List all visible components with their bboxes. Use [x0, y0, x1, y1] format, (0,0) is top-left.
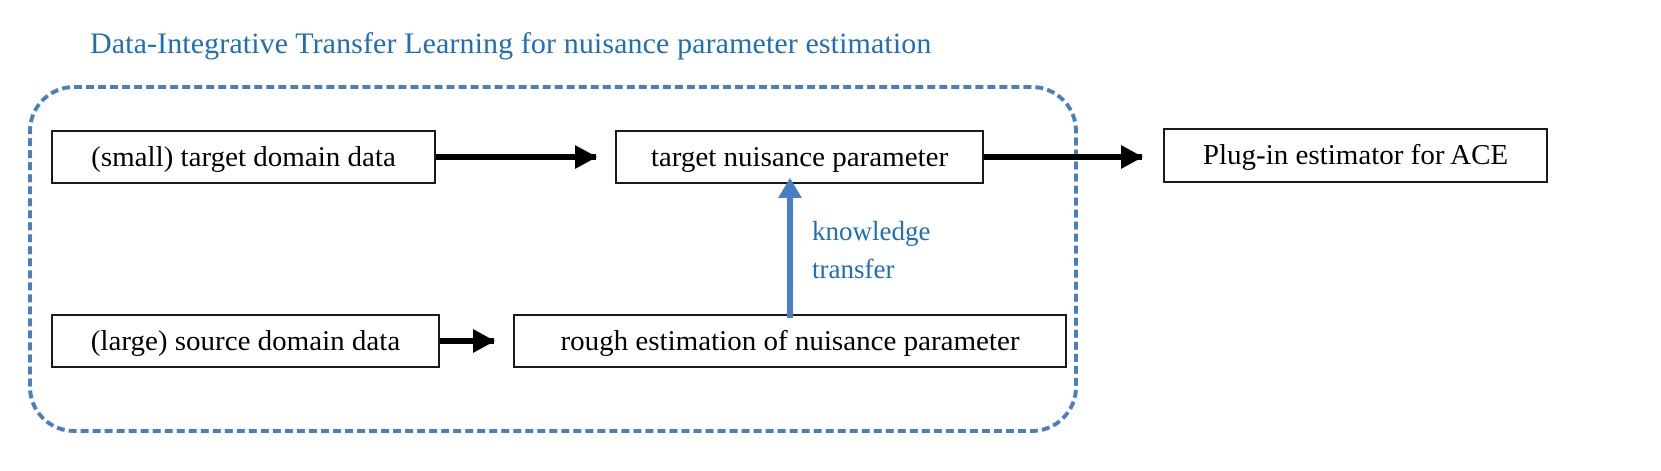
node-rough-estimation-of-nuisance-parameter[interactable]: rough estimation of nuisance parameter	[513, 314, 1067, 368]
node-target-domain-data[interactable]: (small) target domain data	[51, 130, 436, 184]
arrow-right-icon-source-to-rough	[440, 338, 494, 344]
node-source-domain-data[interactable]: (large) source domain data	[51, 314, 440, 368]
node-target-nuisance-parameter[interactable]: target nuisance parameter	[615, 130, 984, 184]
arrow-right-icon-target-data-to-nuisance	[436, 154, 596, 160]
arrow-right-icon-nuisance-to-plugin	[984, 154, 1142, 160]
arrow-up-icon-knowledge-transfer	[787, 196, 793, 318]
transfer-learning-dashed-region	[28, 85, 1078, 433]
page-title: Data-Integrative Transfer Learning for n…	[90, 27, 932, 60]
knowledge-transfer-label: knowledge transfer	[812, 216, 931, 284]
node-plug-in-estimator-for-ace[interactable]: Plug-in estimator for ACE	[1163, 128, 1548, 183]
